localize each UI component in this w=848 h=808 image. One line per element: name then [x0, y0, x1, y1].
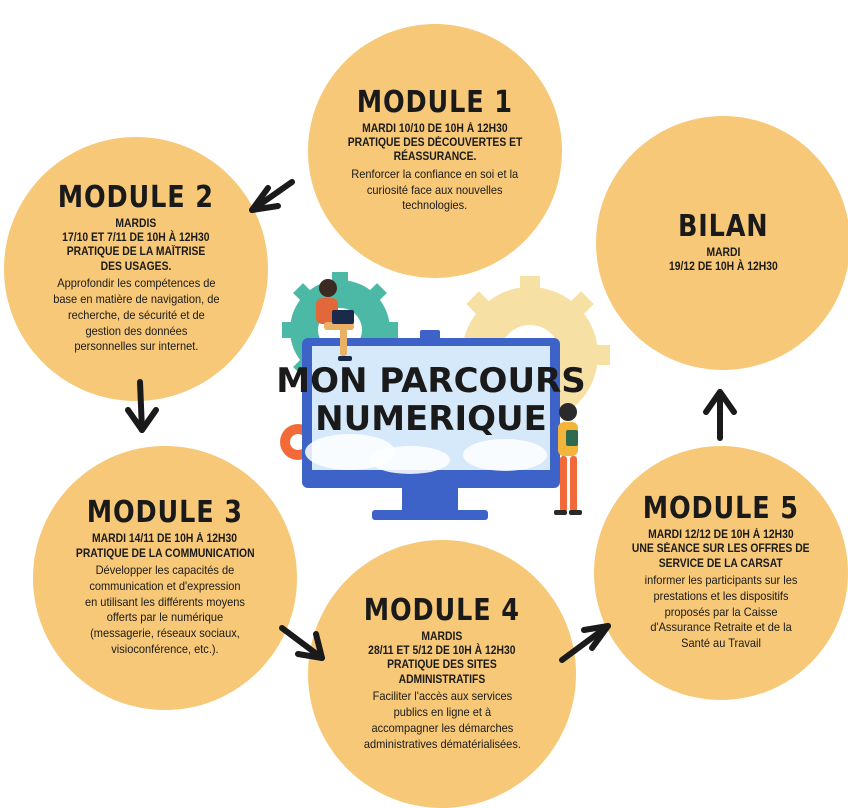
center-illustration: MON PARCOURS NUMERIQUE — [276, 272, 610, 520]
module-2-description: Approfondir les compétences de base en m… — [52, 276, 220, 354]
module-3-theme: PRATIQUE DE LA COMMUNICATION — [75, 547, 255, 560]
bilan-schedule: MARDI 19/12 DE 10H À 12H30 — [668, 246, 778, 273]
man-with-laptop-icon — [316, 279, 354, 361]
module-1-circle: MODULE 1 MARDI 10/10 DE 10H À 12H30 PRAT… — [308, 24, 562, 278]
module-1-schedule: MARDI 10/10 DE 10H À 12H30 — [362, 122, 508, 135]
bilan-circle: BILAN MARDI 19/12 DE 10H À 12H30 — [596, 116, 848, 370]
module-2-circle: MODULE 2 MARDIS 17/10 ET 7/11 DE 10H À 1… — [4, 137, 268, 401]
woman-with-tablet-icon — [554, 403, 582, 515]
main-title-line-2: NUMERIQUE — [315, 399, 547, 439]
module-2-title: MODULE 2 — [57, 179, 214, 215]
module-1-title: MODULE 1 — [356, 84, 513, 120]
arrow-module5-to-bilan-icon — [703, 389, 737, 441]
module-1-theme: PRATIQUE DES DÉCOUVERTES ET RÉASSURANCE. — [347, 137, 523, 164]
bilan-title: BILAN — [677, 208, 769, 244]
module-4-circle: MODULE 4 MARDIS 28/11 ET 5/12 DE 10H À 1… — [308, 540, 576, 808]
module-5-theme: UNE SÉANCE SUR LES OFFRES DE SERVICE DE … — [632, 543, 810, 570]
module-4-title: MODULE 4 — [363, 592, 520, 628]
module-3-title: MODULE 3 — [86, 495, 243, 531]
monitor-icon — [302, 330, 560, 520]
module-5-description: informer les participants sur les presta… — [644, 572, 798, 651]
module-3-circle: MODULE 3 MARDI 14/11 DE 10H À 12H30 PRAT… — [33, 446, 297, 710]
module-4-theme: PRATIQUE DES SITES ADMINISTRATIFS — [387, 659, 497, 686]
arrow-module1-to-module2-icon — [249, 179, 295, 213]
module-5-title: MODULE 5 — [642, 490, 799, 526]
module-2-schedule: MARDIS 17/10 ET 7/11 DE 10H À 12H30 — [62, 217, 210, 245]
main-title-line-1: MON PARCOURS — [276, 361, 585, 401]
module-5-circle: MODULE 5 MARDI 12/12 DE 10H À 12H30 UNE … — [594, 446, 848, 700]
module-5-schedule: MARDI 12/12 DE 10H À 12H30 — [648, 528, 794, 541]
module-4-description: Faciliter l'accès aux services publics e… — [363, 689, 521, 751]
module-3-schedule: MARDI 14/11 DE 10H À 12H30 — [92, 533, 238, 546]
module-1-description: Renforcer la confiance en soi et la curi… — [351, 166, 519, 213]
module-4-schedule: MARDIS 28/11 ET 5/12 DE 10H À 12H30 — [368, 630, 516, 657]
module-3-description: Développer les capacités de communicatio… — [85, 562, 245, 657]
module-2-theme: PRATIQUE DE LA MAÎTRISE DES USAGES. — [66, 246, 206, 273]
